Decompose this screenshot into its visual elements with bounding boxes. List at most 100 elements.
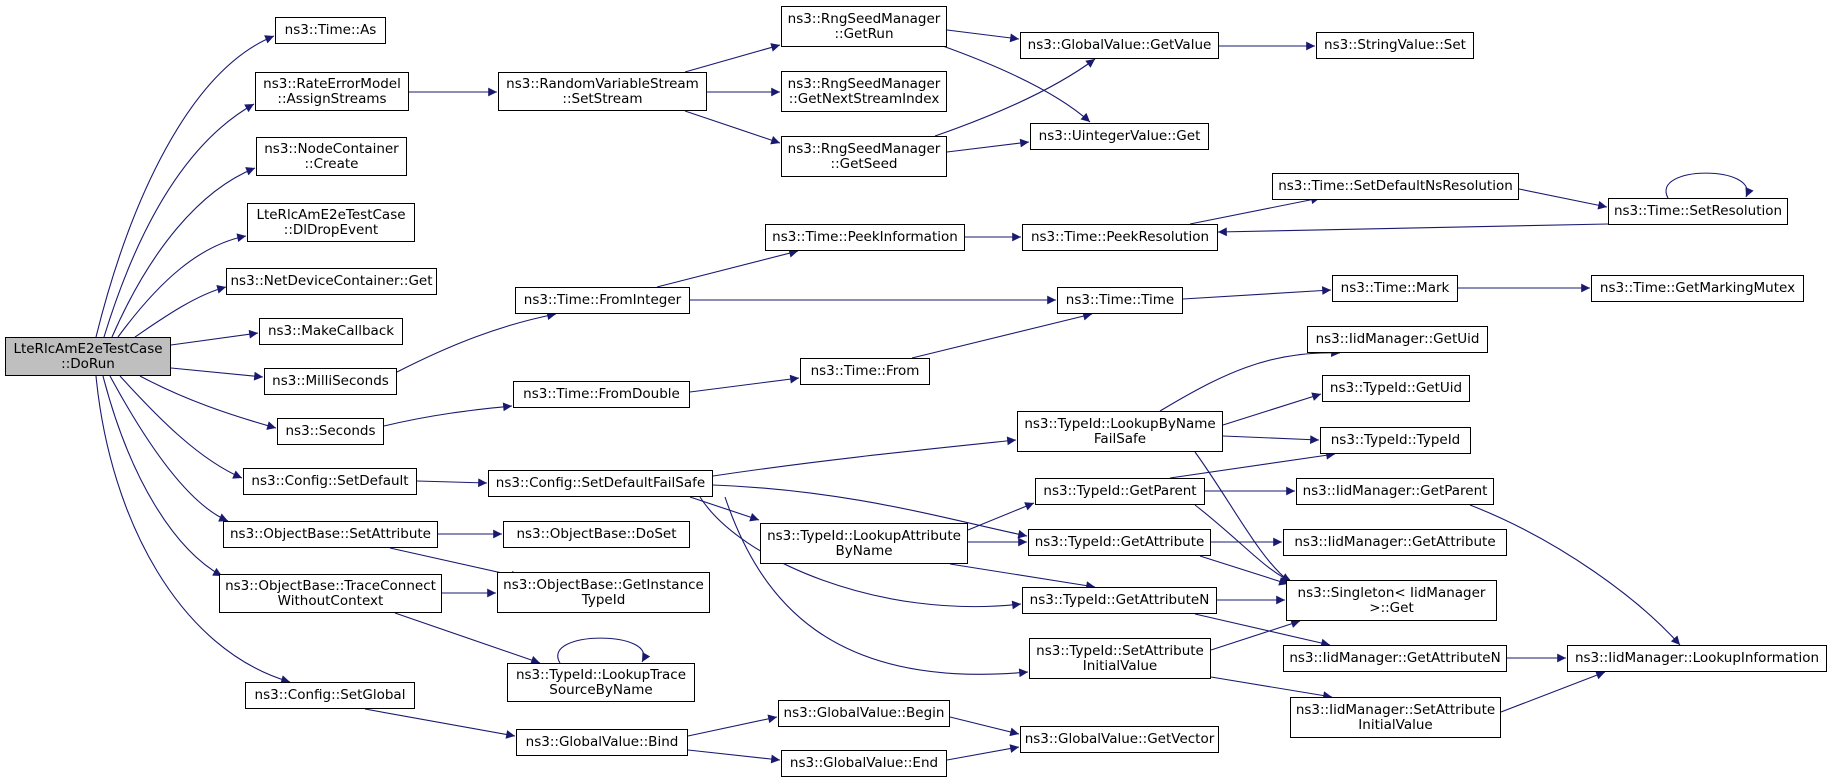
node-cfg-setdeffs[interactable]: ns3::Config::SetDefaultFailSafe	[488, 470, 713, 497]
node-tid-typeid[interactable]: ns3::TypeId::TypeId	[1320, 427, 1471, 454]
edge-gvbind-begin	[687, 714, 778, 737]
edge-rvs-rsm-getrun	[684, 43, 781, 73]
edge-getseed-uv-get	[946, 138, 1030, 153]
node-cfg-setdef[interactable]: ns3::Config::SetDefault	[243, 468, 417, 495]
node-tid-lookuptrace[interactable]: ns3::TypeId::LookupTrace SourceByName	[507, 663, 695, 702]
edge-lookupbyname-singleton	[1194, 451, 1291, 583]
node-iid-getparent[interactable]: ns3::IidManager::GetParent	[1296, 478, 1494, 505]
node-t-setres[interactable]: ns3::Time::SetResolution	[1608, 198, 1788, 225]
node-gv-end[interactable]: ns3::GlobalValue::End	[781, 750, 947, 777]
node-tid-lookupbyname[interactable]: ns3::TypeId::LookupByName FailSafe	[1017, 411, 1223, 452]
edge-lookuptrace-self	[557, 637, 651, 664]
node-makecb[interactable]: ns3::MakeCallback	[259, 318, 403, 345]
node-rsm-getseed[interactable]: ns3::RngSeedManager ::GetSeed	[781, 136, 947, 177]
edge-getattr-singleton	[1199, 555, 1289, 586]
node-sv-set[interactable]: ns3::StringValue::Set	[1316, 32, 1474, 59]
node-time-as[interactable]: ns3::Time::As	[275, 17, 386, 44]
edge-root-millis	[170, 367, 264, 381]
node-rvs-setstream[interactable]: ns3::RandomVariableStream ::SetStream	[498, 72, 707, 111]
node-singleton-get[interactable]: ns3::Singleton< IidManager >::Get	[1286, 580, 1497, 621]
node-t-fromdouble[interactable]: ns3::Time::FromDouble	[513, 381, 690, 408]
node-millis[interactable]: ns3::MilliSeconds	[264, 368, 397, 395]
node-t-getmarkmutex[interactable]: ns3::Time::GetMarkingMutex	[1591, 275, 1804, 302]
node-rsm-getnext[interactable]: ns3::RngSeedManager ::GetNextStreamIndex	[781, 71, 947, 112]
node-t-from[interactable]: ns3::Time::From	[800, 358, 930, 385]
node-iid-getattrn[interactable]: ns3::IidManager::GetAttributeN	[1283, 645, 1507, 672]
node-nc-create[interactable]: ns3::NodeContainer ::Create	[256, 137, 407, 176]
node-ob-trace[interactable]: ns3::ObjectBase::TraceConnect WithoutCon…	[219, 574, 442, 613]
node-rsm-getrun[interactable]: ns3::RngSeedManager ::GetRun	[781, 6, 947, 47]
edge-lookupattr-getparent	[967, 502, 1035, 531]
edge-lookupattr-getattrn	[949, 563, 1096, 590]
node-seconds[interactable]: ns3::Seconds	[277, 418, 384, 445]
node-gv-getvector[interactable]: ns3::GlobalValue::GetVector	[1020, 726, 1219, 753]
edge-root-nc-create	[111, 167, 256, 338]
edge-fromdouble-from	[689, 374, 800, 393]
edge-time-mark	[1182, 286, 1332, 300]
edge-setdefns-setres	[1518, 188, 1608, 210]
edge-gvbind-end	[687, 749, 781, 764]
edge-setattrinit-iid-setattrinit	[1210, 676, 1333, 700]
edge-root-seconds	[139, 375, 277, 430]
node-tid-getattr[interactable]: ns3::TypeId::GetAttribute	[1028, 529, 1211, 556]
edge-getattrn-iid-getattrn	[1194, 613, 1331, 648]
node-cfg-setglobal[interactable]: ns3::Config::SetGlobal	[245, 682, 415, 709]
node-ob-doset[interactable]: ns3::ObjectBase::DoSet	[503, 521, 690, 548]
node-tid-lookupattr[interactable]: ns3::TypeId::LookupAttribute ByName	[760, 523, 968, 564]
edge-setdeffs-lookupattr	[689, 496, 760, 522]
node-gv-bind[interactable]: ns3::GlobalValue::Bind	[516, 729, 688, 756]
edge-root-cfg-setglobal	[95, 375, 291, 684]
node-ndc-get[interactable]: ns3::NetDeviceContainer::Get	[226, 268, 437, 295]
edge-root-dldrop	[117, 233, 247, 338]
edge-cfgsetdef-setdeffs	[416, 478, 488, 488]
edge-rvs-rsm-getseed	[684, 110, 781, 145]
edge-setattrinit-singleton	[1210, 619, 1301, 651]
edge-lookupbyname-tid-typeid	[1222, 435, 1320, 445]
node-tid-getparent[interactable]: ns3::TypeId::GetParent	[1035, 478, 1205, 505]
edge-getseed-gv-getvalue	[934, 58, 1096, 137]
edge-getrun-uv-get	[939, 44, 1091, 123]
node-iid-getuid[interactable]: ns3::IidManager::GetUid	[1307, 326, 1488, 353]
node-t-fromint[interactable]: ns3::Time::FromInteger	[515, 287, 690, 314]
node-t-peekres[interactable]: ns3::Time::PeekResolution	[1022, 224, 1218, 251]
edge-root-ndc-get	[134, 284, 227, 338]
edge-root-time-as	[95, 35, 275, 338]
node-gv-getvalue[interactable]: ns3::GlobalValue::GetValue	[1020, 32, 1219, 59]
node-root[interactable]: LteRlcAmE2eTestCase ::DoRun	[5, 337, 171, 376]
edge-setres-self	[1665, 172, 1754, 199]
edge-iidgetparent-lookupinfo	[1469, 504, 1681, 646]
node-t-peekinfo[interactable]: ns3::Time::PeekInformation	[765, 224, 965, 251]
edge-from-time	[911, 311, 1093, 359]
node-gv-begin[interactable]: ns3::GlobalValue::Begin	[778, 700, 950, 727]
edge-root-ob-setattr	[109, 375, 229, 522]
node-tid-setattrinit[interactable]: ns3::TypeId::SetAttribute InitialValue	[1029, 638, 1211, 679]
edge-obtrace-lookuptrace	[394, 612, 541, 665]
node-t-mark[interactable]: ns3::Time::Mark	[1332, 275, 1458, 302]
node-iid-lookupinfo[interactable]: ns3::IidManager::LookupInformation	[1567, 645, 1827, 672]
node-dldrop[interactable]: LteRlcAmE2eTestCase ::DlDropEvent	[247, 203, 415, 242]
edge-end-getvector	[946, 744, 1020, 761]
edge-peekres-setdefns	[1189, 195, 1321, 225]
edge-cfgsetglobal-gvbind	[364, 708, 516, 739]
edge-root-makecb	[170, 329, 259, 346]
edge-fromint-peekinfo	[656, 248, 799, 288]
node-uv-get[interactable]: ns3::UintegerValue::Get	[1030, 123, 1209, 150]
edge-seconds-fromdouble	[383, 402, 513, 427]
node-tid-getattrn[interactable]: ns3::TypeId::GetAttributeN	[1022, 587, 1217, 614]
edge-setdeffs-getattr	[712, 484, 1028, 539]
edge-lookupbyname-tid-getuid	[1222, 392, 1322, 426]
node-iid-setattrinit[interactable]: ns3::IidManager::SetAttribute InitialVal…	[1290, 697, 1501, 738]
node-iid-getattr[interactable]: ns3::IidManager::GetAttribute	[1283, 529, 1507, 556]
node-ob-setattr[interactable]: ns3::ObjectBase::SetAttribute	[223, 521, 438, 548]
node-ob-getinst[interactable]: ns3::ObjectBase::GetInstance TypeId	[497, 572, 710, 613]
edge-getparent-tid-typeid	[1169, 450, 1336, 479]
node-tid-getuid[interactable]: ns3::TypeId::GetUid	[1322, 375, 1470, 402]
node-t-time[interactable]: ns3::Time::Time	[1057, 287, 1183, 314]
edge-root-rem-assign	[103, 103, 255, 338]
edge-root-ob-trace	[102, 375, 223, 577]
edge-lookupbyname-iid-getuid	[1159, 348, 1341, 412]
node-rem-assign[interactable]: ns3::RateErrorModel ::AssignStreams	[255, 72, 409, 111]
node-t-setdefns[interactable]: ns3::Time::SetDefaultNsResolution	[1272, 173, 1519, 200]
edge-iidsetattrinit-lookupinfo	[1500, 671, 1606, 713]
